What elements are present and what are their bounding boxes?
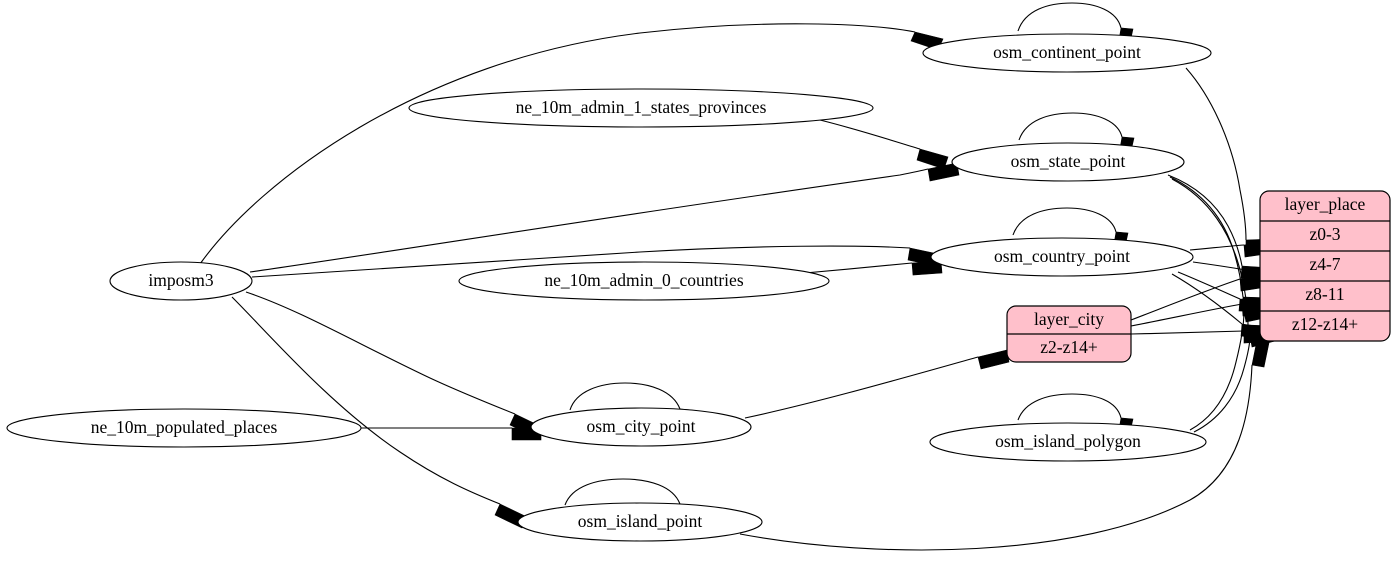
node-imposm3[interactable]: imposm3	[109, 261, 253, 301]
node-osm_country_point[interactable]: osm_country_point	[930, 237, 1194, 277]
edge-imposm3-to-osm_state_point	[249, 162, 960, 273]
edge-states_provinces-to-osm_state_point	[819, 119, 949, 170]
edge-imposm3-to-osm_continent_point	[199, 23, 944, 265]
node-osm_island_polygon[interactable]: osm_island_polygon	[929, 422, 1207, 462]
node-ne_10m_populated_places[interactable]: ne_10m_populated_places	[6, 408, 362, 448]
record-node-layer_place[interactable]: layer_place z0-3 z4-7 z8-11 z12-z14+	[1259, 190, 1391, 342]
node-layer: imposm3 ne_10m_admin_1_states_provinces …	[6, 33, 1212, 542]
edge-admin_0_countries-to-osm_country_point	[804, 260, 943, 276]
node-osm_island_point[interactable]: osm_island_point	[517, 502, 763, 542]
edge-osm_island_polygon-to-layer_place-z12-z14	[1193, 328, 1276, 433]
record-node-layer_city[interactable]: layer_city z2-z14+	[1006, 305, 1132, 363]
node-ne_10m_admin_0_countries[interactable]: ne_10m_admin_0_countries	[458, 261, 830, 301]
node-ne_10m_admin_1_states_provinces[interactable]: ne_10m_admin_1_states_provinces	[408, 88, 874, 128]
edge-osm_continent_point-to-layer_place-z0-3	[1185, 67, 1273, 253]
edge-osm_city_point-to-layer_city-z2-z14	[744, 349, 1010, 419]
edge-populated_places-to-osm_city_point	[361, 427, 542, 441]
node-osm_city_point[interactable]: osm_city_point	[530, 407, 752, 447]
node-osm_continent_point[interactable]: osm_continent_point	[922, 33, 1212, 73]
node-osm_state_point[interactable]: osm_state_point	[951, 142, 1185, 182]
